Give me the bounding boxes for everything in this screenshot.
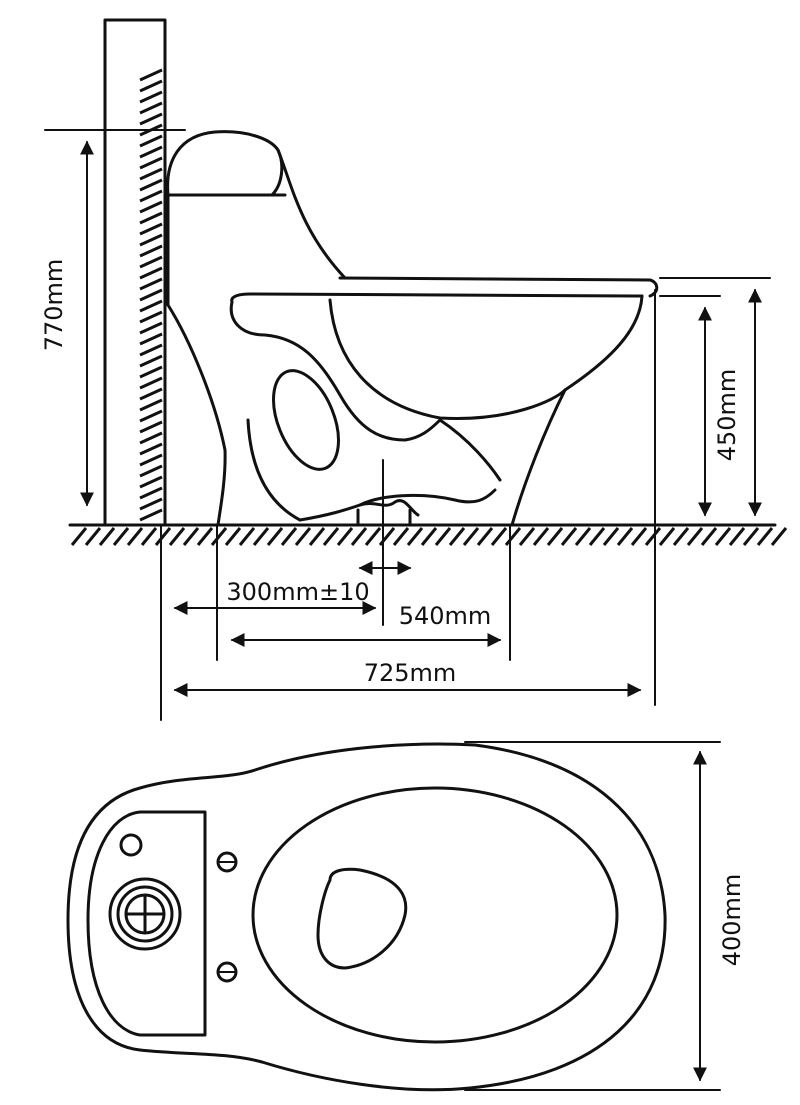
tank-top (86, 810, 207, 1037)
dim-label-width: 400mm (718, 874, 746, 967)
wall-hatching (139, 68, 163, 522)
toilet-side-profile (166, 130, 659, 527)
dimension-lines (80, 140, 762, 697)
overflow-hole (119, 833, 143, 857)
flush-button-icon (108, 877, 182, 951)
dim-label-total-height: 770mm (40, 259, 68, 352)
extension-lines (44, 129, 771, 721)
floor-hatching (70, 527, 788, 546)
dim-label-rough-in: 300mm±10 (226, 578, 369, 606)
top-view: 400mm (66, 741, 746, 1092)
seat-rim (251, 786, 619, 1044)
bolt-cap-lower-icon (216, 961, 238, 983)
bolt-cap-upper-icon (216, 851, 238, 873)
dim-label-total-length: 725mm (364, 659, 457, 687)
bowl-opening (316, 867, 408, 970)
side-view: 770mm 450mm 300mm±10 540mm 725mm (40, 18, 788, 721)
dim-label-seat-height: 450mm (713, 369, 741, 462)
dim-label-base-length: 540mm (399, 602, 492, 630)
toilet-top-outline (66, 742, 667, 1092)
